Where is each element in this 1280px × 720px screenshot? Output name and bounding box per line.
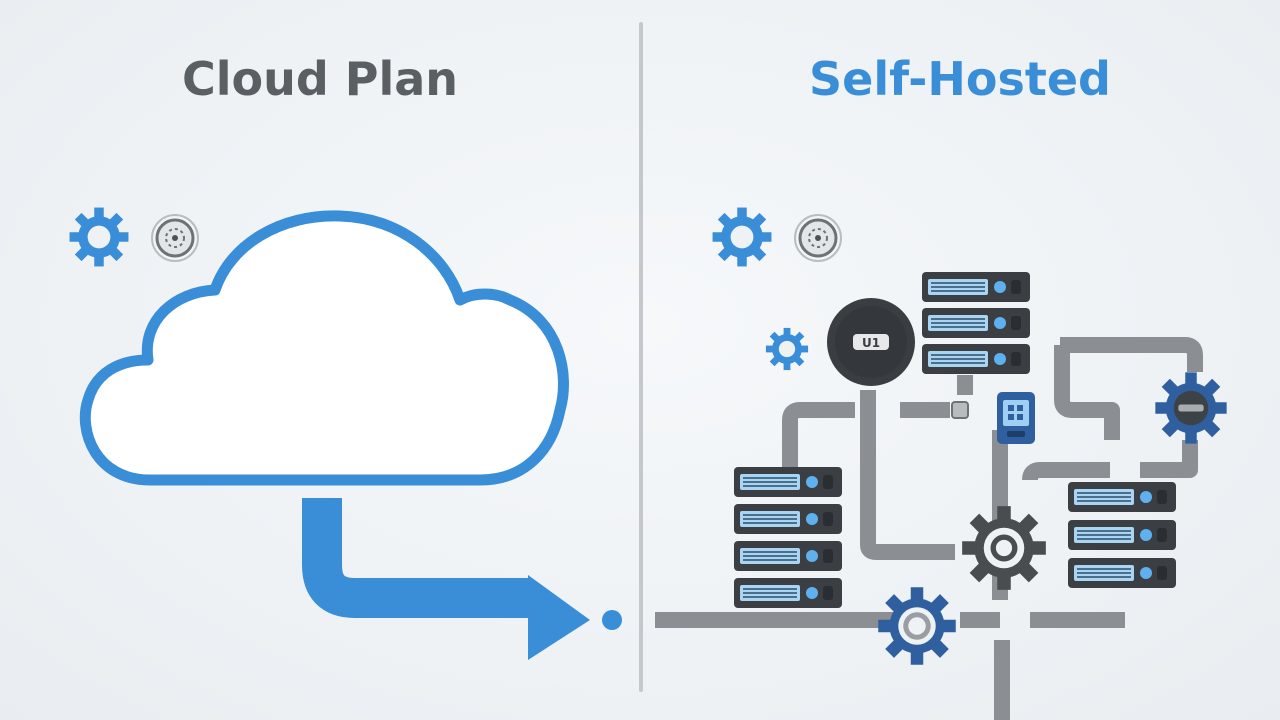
hub-coin-icon (794, 214, 842, 262)
gear-icon (962, 506, 1046, 590)
gear-icon (878, 587, 956, 665)
gear-icon (765, 327, 809, 371)
chip-icon (997, 392, 1035, 444)
badge-label: U1 (862, 336, 880, 350)
cloud-plan-title: Cloud Plan (181, 52, 459, 106)
arrow-right-icon (302, 498, 622, 660)
server-rack-icon (1068, 482, 1176, 588)
pipe-network-icon (655, 337, 1203, 720)
server-rack-icon (922, 272, 1030, 374)
panel-divider (639, 22, 643, 692)
server-rack-icon (734, 467, 842, 608)
gear-icon (712, 207, 772, 267)
hub-coin-icon (151, 214, 199, 262)
self-hosted-title: Self-Hosted (809, 52, 1111, 106)
connector-icon (951, 401, 969, 419)
gear-icon (69, 207, 129, 267)
cloud-icon (79, 210, 569, 486)
status-badge: U1 (827, 298, 915, 386)
gear-icon (1155, 372, 1227, 444)
